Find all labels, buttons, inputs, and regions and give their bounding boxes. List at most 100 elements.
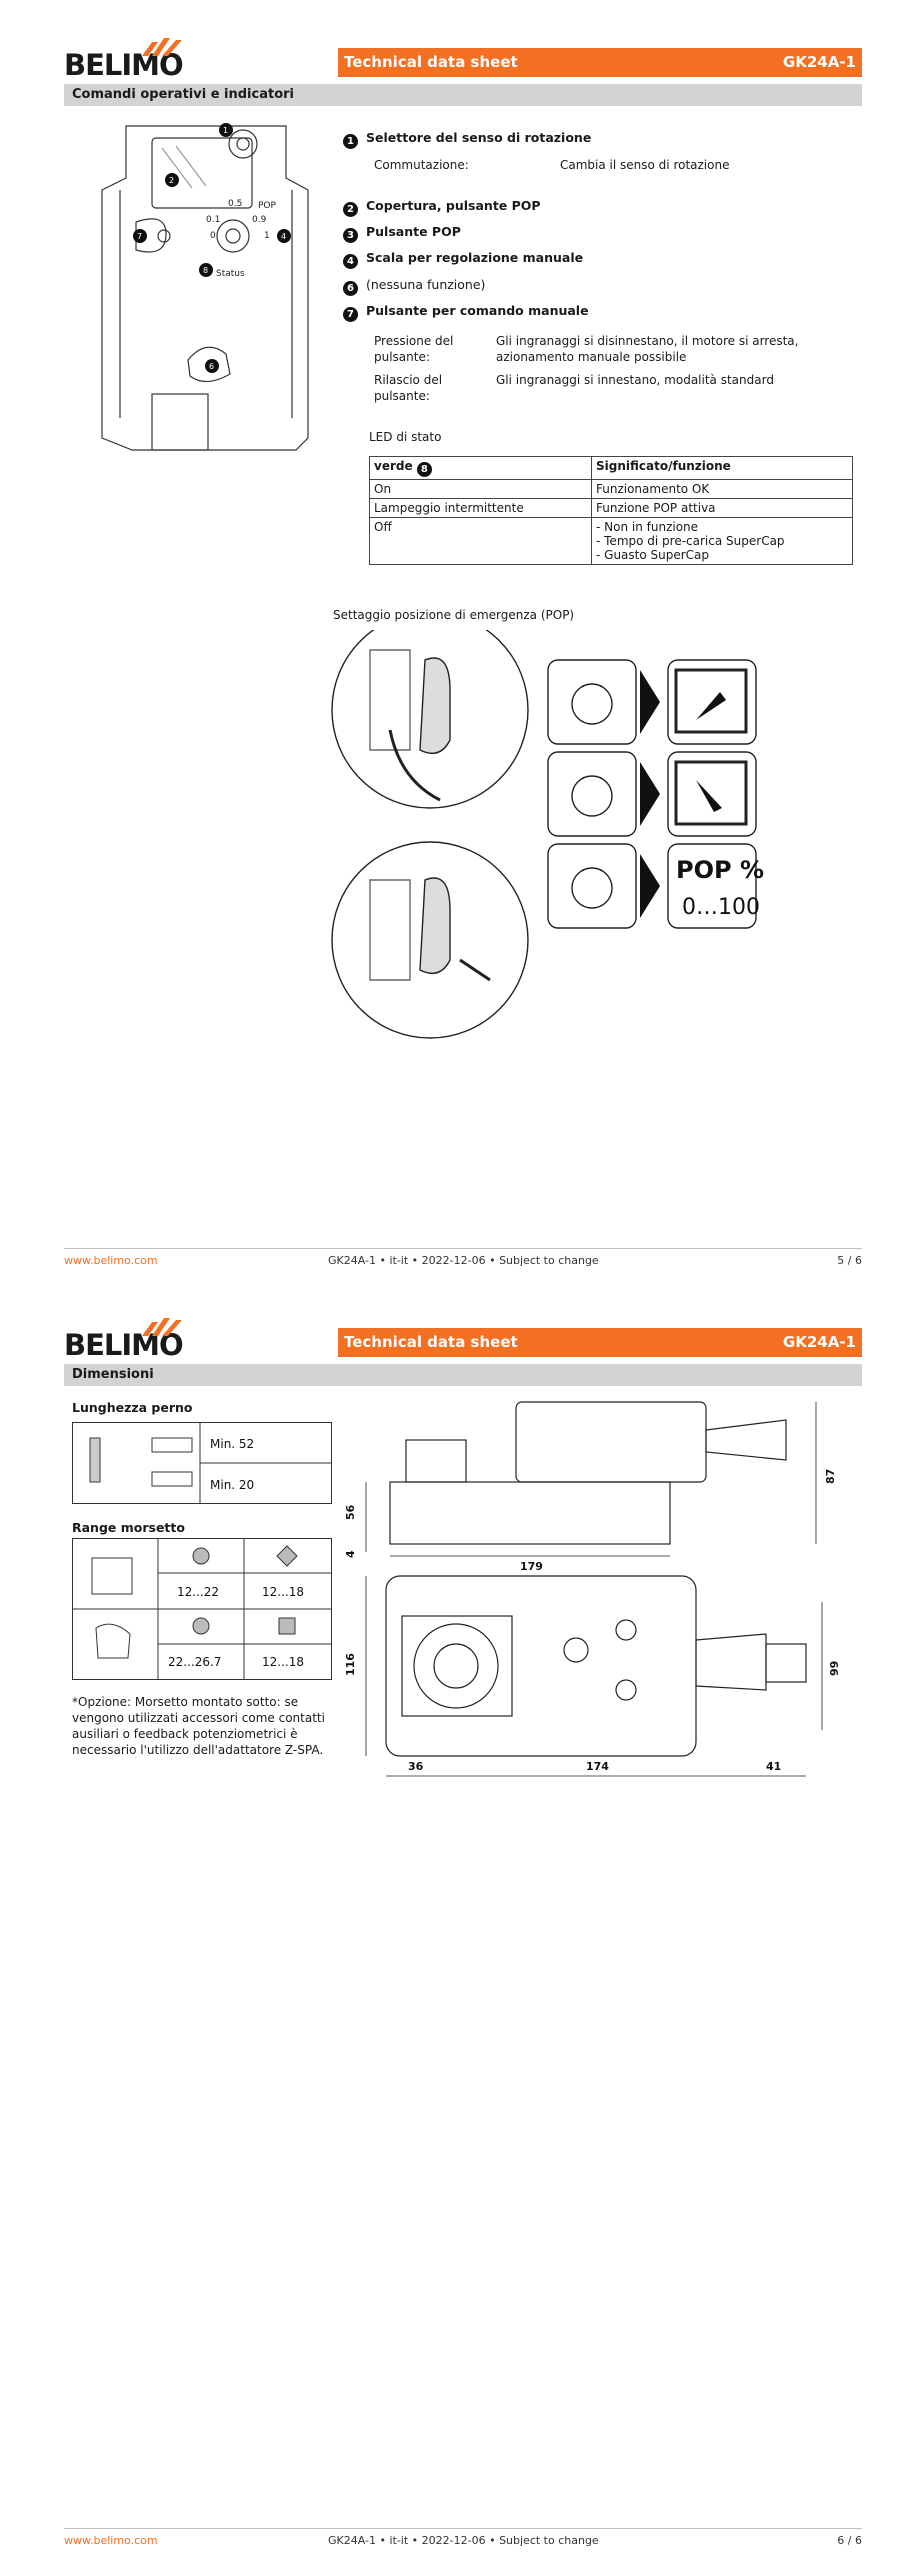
shaft-length-table: Min. 52 Min. 20 bbox=[72, 1422, 332, 1504]
table-header: verde 8 bbox=[369, 456, 592, 480]
legend-label: Selettore del senso di rotazione bbox=[366, 130, 592, 145]
legend-label: Scala per regolazione manuale bbox=[366, 250, 584, 265]
table-header: Significato/funzione bbox=[591, 456, 853, 480]
logo-wings-icon bbox=[142, 38, 182, 56]
table-row: Off- Non in funzione - Tempo di pre-cari… bbox=[369, 517, 853, 565]
dim-b3: 41 bbox=[766, 1760, 781, 1773]
table-cell: - Non in funzione - Tempo di pre-carica … bbox=[591, 517, 853, 565]
doc-type: Technical data sheet bbox=[344, 53, 518, 71]
table-cell: Funzione POP attiva bbox=[591, 498, 853, 518]
legend-label: Copertura, pulsante POP bbox=[366, 198, 541, 213]
dim-b2: 174 bbox=[586, 1760, 609, 1773]
header-bar: Technical data sheet GK24A-1 bbox=[338, 1328, 862, 1357]
scale-low-label: 0.1 bbox=[206, 215, 220, 225]
model-number: GK24A-1 bbox=[782, 1333, 856, 1351]
shaft-min-20: Min. 20 bbox=[210, 1478, 254, 1492]
model-number: GK24A-1 bbox=[782, 53, 856, 71]
legend-item-4: 4 Scala per regolazione manuale bbox=[343, 250, 583, 269]
release-value: Gli ingranaggi si innestano, modalità st… bbox=[496, 373, 774, 387]
table-cell: Funzionamento OK bbox=[591, 479, 853, 499]
belimo-logo: BELIMO bbox=[64, 1318, 184, 1362]
datasheet-page-5: BELIMO Technical data sheet GK24A-1 Coma… bbox=[64, 38, 862, 1267]
clamp-range-title: Range morsetto bbox=[72, 1520, 185, 1535]
header-bar: Technical data sheet GK24A-1 bbox=[338, 48, 862, 77]
footer-info: GK24A-1 • it-it • 2022-12-06 • Subject t… bbox=[328, 2534, 599, 2547]
led-title: LED di stato bbox=[369, 430, 442, 444]
datasheet-page-6: BELIMO Technical data sheet GK24A-1 Dime… bbox=[0, 1280, 906, 2560]
footer-divider bbox=[64, 1248, 862, 1249]
logo-wings-icon bbox=[142, 1318, 182, 1336]
clamp-round-range: 12...22 bbox=[177, 1585, 219, 1599]
legend-item-2: 2 Copertura, pulsante POP bbox=[343, 198, 541, 217]
legend-label: Pulsante per comando manuale bbox=[366, 303, 589, 318]
switch-value: Cambia il senso di rotazione bbox=[560, 158, 730, 172]
legend-num: 7 bbox=[343, 307, 358, 322]
clamp-square-range-2: 12...18 bbox=[262, 1655, 304, 1669]
legend-num: 8 bbox=[416, 462, 432, 477]
scale-one-label: 1 bbox=[264, 231, 270, 241]
section-title: Comandi operativi e indicatori bbox=[72, 87, 295, 102]
dim-height-left: 56 bbox=[346, 1504, 357, 1520]
table-cell: Lampeggio intermittente bbox=[369, 498, 592, 518]
release-label: Rilascio del pulsante: bbox=[374, 373, 443, 403]
shaft-min-52: Min. 52 bbox=[210, 1437, 254, 1451]
scale-zero-label: 0 bbox=[210, 231, 216, 241]
legend-item-1: 1 Selettore del senso di rotazione bbox=[343, 130, 591, 149]
section-bar: Dimensioni bbox=[64, 1364, 862, 1386]
footer-url[interactable]: www.belimo.com bbox=[64, 2534, 158, 2547]
legend-num: 4 bbox=[343, 254, 358, 269]
clamp-range-table: 12...22 12...18 22...26.7 12...18 bbox=[72, 1538, 332, 1680]
dim-b1: 36 bbox=[408, 1760, 424, 1773]
dim-side-right: 99 bbox=[828, 1661, 841, 1676]
footer-info: GK24A-1 • it-it • 2022-12-06 • Subject t… bbox=[328, 1254, 599, 1267]
clamp-note: *Opzione: Morsetto montato sotto: se ven… bbox=[72, 1695, 325, 1757]
logo-text: BELIMO bbox=[64, 48, 184, 82]
belimo-logo: BELIMO bbox=[64, 38, 184, 82]
pop-percent-label: POP % bbox=[676, 856, 764, 884]
pop-setting-title: Settaggio posizione di emergenza (POP) bbox=[333, 608, 575, 622]
table-cell: On bbox=[369, 479, 592, 499]
pop-setting-illustration: POP % 0…100 bbox=[331, 630, 764, 1039]
logo-text: BELIMO bbox=[64, 1328, 184, 1362]
dimension-drawing: 56 87 4 179 116 99 36 174 41 bbox=[346, 1401, 841, 1777]
legend-label: Pulsante POP bbox=[366, 224, 461, 239]
svg-text:4: 4 bbox=[281, 232, 286, 241]
svg-text:6: 6 bbox=[209, 362, 214, 371]
page-number: 6 / 6 bbox=[837, 2534, 862, 2547]
press-value: Gli ingranaggi si disinnestano, il motor… bbox=[496, 334, 799, 364]
shaft-length-title: Lunghezza perno bbox=[72, 1400, 193, 1415]
legend-num: 1 bbox=[343, 134, 358, 149]
clamp-round-range-2: 22...26.7 bbox=[168, 1655, 221, 1669]
svg-text:8: 8 bbox=[203, 266, 208, 275]
pop-label: POP bbox=[258, 201, 277, 211]
section-bar: Comandi operativi e indicatori bbox=[64, 84, 862, 106]
legend-item-7: 7 Pulsante per comando manuale bbox=[343, 303, 589, 322]
page-number: 5 / 6 bbox=[837, 1254, 862, 1267]
dim-height-right: 87 bbox=[824, 1469, 837, 1484]
scale-mid-label: 0.5 bbox=[228, 199, 242, 209]
scale-high-label: 0.9 bbox=[252, 215, 267, 225]
table-header-row: verde 8 Significato/funzione bbox=[369, 456, 853, 480]
doc-type: Technical data sheet bbox=[344, 1333, 518, 1351]
press-label: Pressione del pulsante: bbox=[374, 334, 454, 364]
legend-item-6: 6(nessuna funzione) bbox=[343, 277, 485, 296]
led-num-badge: 8 bbox=[416, 460, 432, 477]
status-label: Status bbox=[216, 269, 245, 279]
switch-label: Commutazione: bbox=[374, 158, 469, 172]
legend-num: 3 bbox=[343, 228, 358, 243]
clamp-square-range: 12...18 bbox=[262, 1585, 304, 1599]
svg-text:2: 2 bbox=[169, 176, 174, 185]
legend-num: 2 bbox=[343, 202, 358, 217]
svg-text:1: 1 bbox=[223, 126, 228, 135]
dim-side: 116 bbox=[346, 1653, 357, 1676]
pop-panel-text: POP % 0…100 bbox=[676, 856, 764, 920]
header-verde: verde bbox=[374, 459, 413, 473]
footer-url[interactable]: www.belimo.com bbox=[64, 1254, 158, 1267]
section-title: Dimensioni bbox=[72, 1367, 154, 1382]
dim-base: 4 bbox=[346, 1550, 357, 1558]
actuator-controls-diagram: 1 2 7 4 8 6 POP Status 0.5 0.1 0.9 0 1 bbox=[101, 123, 309, 451]
dim-length: 179 bbox=[520, 1560, 543, 1573]
